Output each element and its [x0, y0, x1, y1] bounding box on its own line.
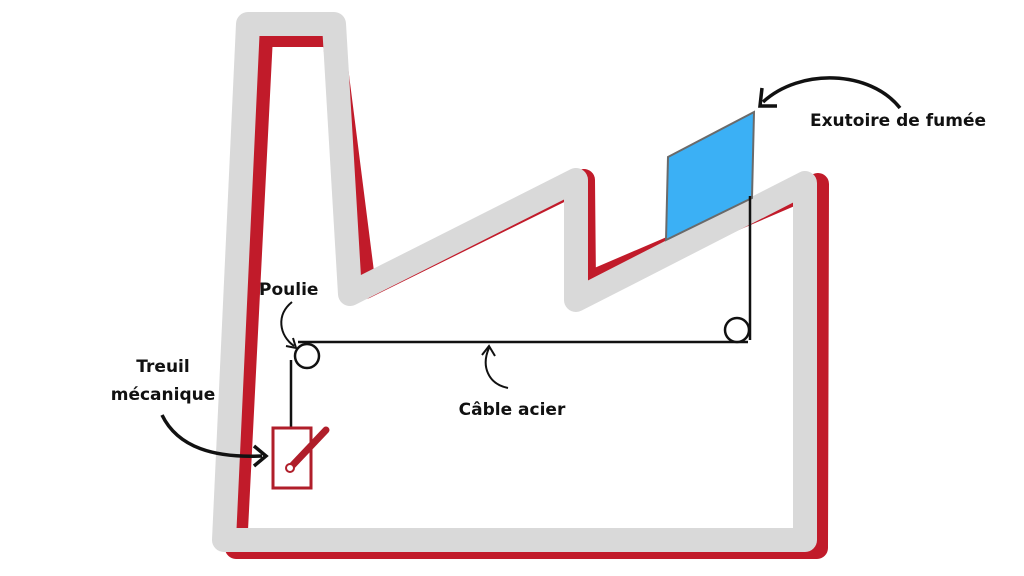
label-winch-line1: Treuil: [136, 357, 189, 377]
vent-label-arrow-icon: [758, 76, 902, 110]
label-winch-line2: mécanique: [111, 385, 216, 405]
winch-icon: [271, 426, 330, 490]
label-smoke-vent: Exutoire de fumée: [810, 111, 986, 131]
cable-label-arrow-icon: [481, 344, 509, 389]
smoke-vent-panel: [664, 110, 756, 242]
pulley-label-arrow-icon: [280, 301, 298, 350]
label-cable: Câble acier: [459, 400, 566, 420]
pulley-right-icon: [723, 316, 751, 344]
pulley-left-icon: [293, 342, 321, 370]
label-pulley: Poulie: [259, 280, 318, 300]
building-outline-shadow: [225, 25, 829, 559]
winch-label-arrow-icon: [160, 414, 269, 468]
building-outline: [212, 12, 817, 552]
